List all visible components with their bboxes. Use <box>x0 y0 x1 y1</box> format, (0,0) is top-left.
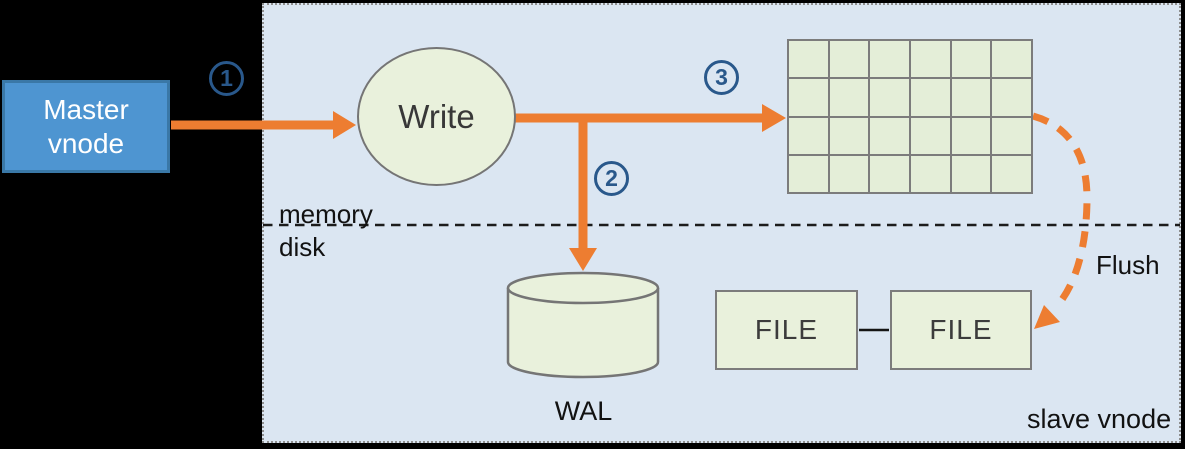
memtable-cell <box>789 41 828 78</box>
step-1-badge: 1 <box>209 61 244 96</box>
memtable-cell <box>829 155 869 192</box>
memtable-cell <box>992 117 1031 154</box>
step-2-badge: 2 <box>594 161 629 196</box>
memtable-cell <box>870 41 909 78</box>
memtable-cell <box>870 155 909 192</box>
flush-label: Flush <box>1096 250 1160 280</box>
memtable-cell <box>992 41 1031 78</box>
master-vnode-label-line2: vnode <box>47 127 125 159</box>
memtable-cell <box>951 41 991 78</box>
memtable-cell <box>992 79 1031 116</box>
wal-label: WAL <box>554 396 613 426</box>
memtable-cell <box>951 79 991 116</box>
memtable-cell <box>870 79 909 116</box>
disk-label: disk <box>279 232 326 262</box>
memtable-cell <box>911 41 950 78</box>
memtable-cell <box>829 79 869 116</box>
memtable-cell <box>829 117 869 154</box>
memtable-cell <box>911 117 950 154</box>
write-node-label: Write <box>398 97 475 135</box>
memtable-cell <box>789 117 828 154</box>
memtable-cell <box>911 79 950 116</box>
memtable-cell <box>951 155 991 192</box>
memtable-cell <box>870 117 909 154</box>
memtable-cell <box>911 155 950 192</box>
memtable-cell <box>992 155 1031 192</box>
file-box-1: FILE <box>715 290 858 370</box>
file-box-1-label: FILE <box>754 314 819 345</box>
write-node: Write <box>357 47 516 186</box>
master-vnode-box: Master vnode <box>2 80 170 173</box>
memtable-grid <box>787 39 1033 194</box>
file-box-2-label: FILE <box>929 314 993 345</box>
file-box-2: FILE <box>890 290 1032 370</box>
memtable-cell <box>951 117 991 154</box>
master-vnode-label-line1: Master <box>43 93 129 125</box>
memtable-cell <box>829 41 869 78</box>
memtable-cell <box>789 155 828 192</box>
step-3-badge: 3 <box>704 60 739 95</box>
memory-label: memory <box>279 199 373 229</box>
memtable-cell <box>789 79 828 116</box>
slave-vnode-label: slave vnode <box>1027 404 1172 434</box>
